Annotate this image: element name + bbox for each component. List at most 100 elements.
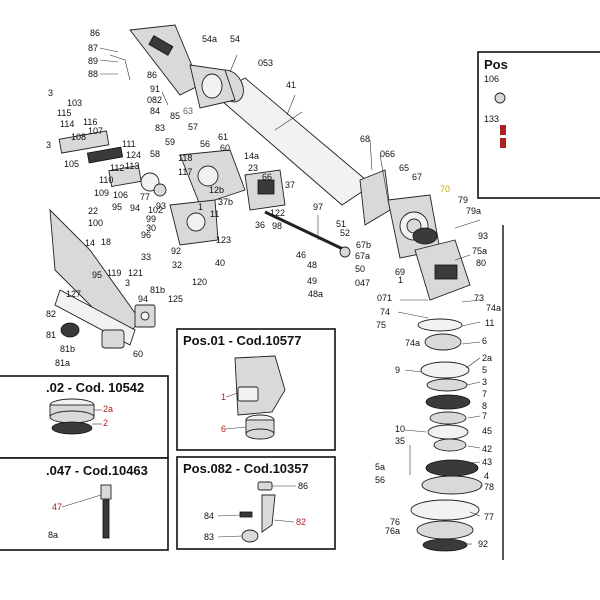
pos01-box: Pos.01 - Cod.10577 1 6 <box>176 328 336 451</box>
part-label: 125 <box>168 294 183 304</box>
part-label: 56 <box>200 139 210 149</box>
part-label: 115 <box>57 108 71 118</box>
part-label: 98 <box>272 221 282 231</box>
part-label: 76 <box>390 517 400 527</box>
part-label: 61 <box>218 132 228 142</box>
part-label: 85 <box>170 111 180 121</box>
part-label: 86 <box>147 70 157 80</box>
part-label: 7 <box>482 389 487 399</box>
part-label: 74 <box>380 307 390 317</box>
part-label: 67 <box>412 172 422 182</box>
lower-arm-part <box>49 208 141 349</box>
part-label: 14a <box>244 151 259 161</box>
part-label: 89 <box>88 56 98 66</box>
part-label: 74a <box>405 338 420 348</box>
part-label: 60 <box>220 143 230 153</box>
part-label: 119 <box>107 268 121 278</box>
rod-97-part <box>264 210 351 258</box>
part-label: 81b <box>150 285 165 295</box>
elbow-housing-part <box>414 239 471 301</box>
part-label: 94 <box>130 203 140 213</box>
part-label: 100 <box>88 218 103 228</box>
box-title: Pos.082 - Cod.10357 <box>183 461 309 476</box>
part-label: 2a <box>482 353 492 363</box>
part-label: 116 <box>83 117 97 127</box>
part-label: 8a <box>48 530 58 540</box>
part-label: 77 <box>484 512 494 522</box>
part-label: 73 <box>474 293 484 303</box>
part-label: 67a <box>355 251 370 261</box>
part-label: 102 <box>148 205 163 215</box>
part-label: 99 <box>146 214 156 224</box>
part-label: 082 <box>147 95 162 105</box>
right-housing-part <box>359 169 441 259</box>
part-label: 12b <box>209 185 224 195</box>
part-label: 67b <box>356 240 371 250</box>
part-label: 7 <box>482 411 487 421</box>
part-label: 40 <box>215 258 225 268</box>
part-label: 066 <box>380 149 395 159</box>
part-label: 22 <box>88 206 98 216</box>
pos02-box: .02 - Cod. 10542 2a 2 <box>0 375 169 459</box>
part-number-labels: 86 87 89 88 54a 54 053 41 86 91 082 84 6… <box>46 28 501 549</box>
part-label: 106 <box>113 190 128 200</box>
part-label: 3 <box>125 278 130 288</box>
part-label: 68 <box>360 134 370 144</box>
part-label: 053 <box>258 58 273 68</box>
pos-box-top-right: Pos 106 133 <box>477 51 600 199</box>
part-label: 122 <box>270 208 285 218</box>
part-label: 112 <box>110 163 124 173</box>
part-label: 81a <box>55 358 70 368</box>
left-gear-cluster-part <box>58 130 167 197</box>
part-label: 76a <box>385 526 400 536</box>
part-label: 4 <box>484 471 489 481</box>
part-label: 3 <box>46 140 51 150</box>
part-label: 1 <box>198 202 203 212</box>
part-label: 63 <box>183 106 193 116</box>
part-label: 37 <box>285 180 295 190</box>
upper-shaft-part <box>109 24 201 96</box>
part-label: 49 <box>307 276 317 286</box>
part-label: 047 <box>355 278 370 288</box>
part-label: 117 <box>178 167 192 177</box>
part-label: 84 <box>150 106 160 116</box>
part-label: 82 <box>46 309 56 319</box>
part-label: 5 <box>482 365 487 375</box>
part-label: 113 <box>125 161 139 171</box>
part-label: 6 <box>482 336 487 346</box>
part-label: 37b <box>218 197 233 207</box>
part-label: 75a <box>472 246 487 256</box>
part-label: 109 <box>94 188 109 198</box>
part-label: 97 <box>313 202 323 212</box>
part-label: 50 <box>355 264 365 274</box>
part-label: 43 <box>482 457 492 467</box>
part-label: 78 <box>484 482 494 492</box>
part-label: 5a <box>375 462 385 472</box>
part-label: 1 <box>221 392 226 402</box>
part-label: 60 <box>133 349 143 359</box>
part-label: 93 <box>156 201 166 211</box>
part-label: 32 <box>172 260 182 270</box>
part-label: 95 <box>92 270 102 280</box>
part-label: 59 <box>165 137 175 147</box>
part-label: 14 <box>85 238 95 248</box>
part-label: 127 <box>66 289 81 299</box>
part-label: 94 <box>138 294 148 304</box>
part-label: 80 <box>476 258 486 268</box>
part-label: 9 <box>395 365 400 375</box>
part-label: 75 <box>376 320 386 330</box>
part-label: 103 <box>67 98 82 108</box>
part-label: 33 <box>141 252 151 262</box>
part-label: 54 <box>230 34 240 44</box>
part-label: 8 <box>482 401 487 411</box>
part-label: 82 <box>296 517 306 527</box>
part-label: 105 <box>64 159 79 169</box>
pos082-box: Pos.082 - Cod.10357 86 84 82 83 <box>176 456 336 550</box>
part-label: 95 <box>112 202 122 212</box>
part-label: 65 <box>399 163 409 173</box>
center-gearbox-part <box>169 149 286 246</box>
part-label: 36 <box>255 220 265 230</box>
part-label: 071 <box>377 293 392 303</box>
part-label: 6 <box>221 424 226 434</box>
part-label: 96 <box>141 230 151 240</box>
